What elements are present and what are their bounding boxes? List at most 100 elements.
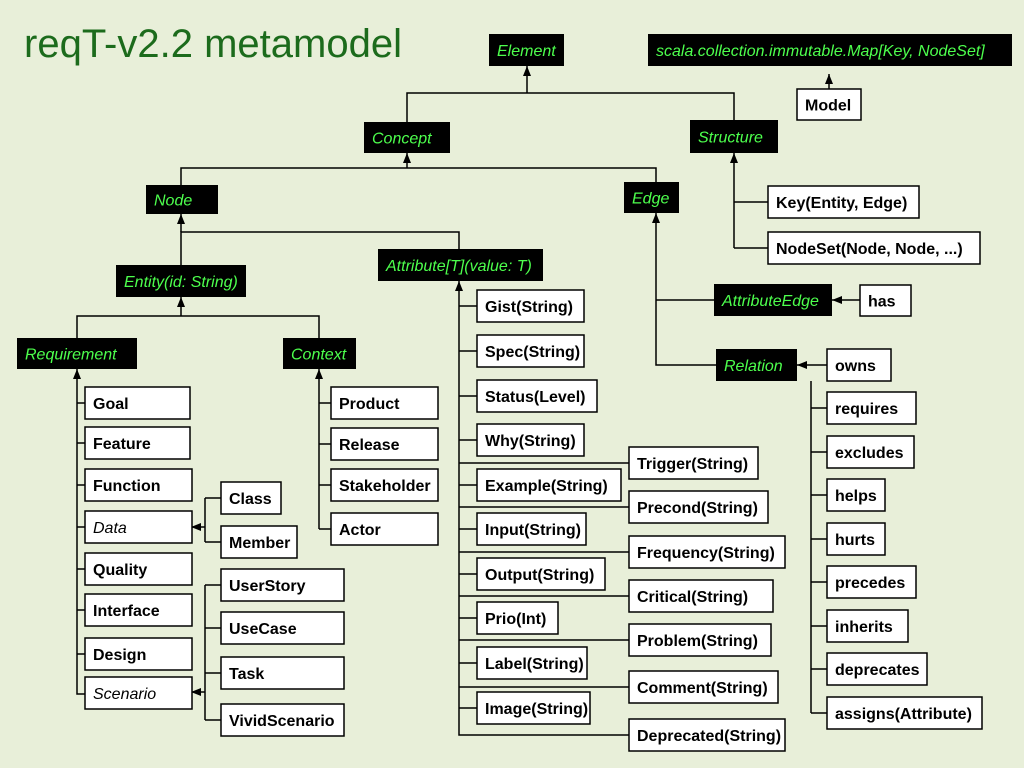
attribute-example-string-box-frame xyxy=(476,468,622,502)
requirement-box: Requirement xyxy=(17,338,137,369)
relation-assigns-attribute-box-frame xyxy=(826,696,983,730)
relation-precedes-box-frame xyxy=(826,565,917,599)
requirement-goal-label: Goal xyxy=(93,396,129,413)
relation-deprecates-label: deprecates xyxy=(835,662,920,679)
attribute-trigger-string-label: Trigger(String) xyxy=(637,456,748,473)
attribute-comment-string-box-frame xyxy=(628,670,779,704)
scenario-vividscenario-label: VividScenario xyxy=(229,713,335,730)
requirement-scenario-box: Scenario xyxy=(84,676,193,710)
context-actor-box: Actor xyxy=(330,512,439,546)
context-release-box-frame xyxy=(330,427,439,461)
requirement-quality-box: Quality xyxy=(84,552,193,586)
attribute-deprecated-string-box: Deprecated(String) xyxy=(628,718,786,752)
element-box-frame xyxy=(489,34,564,66)
attribute-precond-string-box-frame xyxy=(628,490,769,524)
context-stakeholder-box-frame xyxy=(330,468,439,502)
attribute-trunk-line xyxy=(458,281,629,736)
requirement-data-box-frame xyxy=(84,510,193,544)
page-title: reqT-v2.2 metamodel xyxy=(24,22,402,66)
attribute-precond-string-label: Precond(String) xyxy=(637,500,758,517)
attribute-critical-string-label: Critical(String) xyxy=(637,589,748,606)
requirement-scenario-box-frame xyxy=(84,676,193,710)
model-box-frame xyxy=(796,88,862,121)
has-box-frame xyxy=(859,284,912,317)
scenario-usecase-label: UseCase xyxy=(229,621,297,638)
relation-assigns-attribute-label: assigns(Attribute) xyxy=(835,706,972,723)
node-box-frame xyxy=(146,185,218,214)
attribute-comment-string-label: Comment(String) xyxy=(637,680,768,697)
requirement-box-frame xyxy=(17,338,137,369)
node-children-line xyxy=(180,231,460,265)
attribute-edge-box-frame xyxy=(714,284,832,316)
concept-arrow xyxy=(403,153,411,163)
attribute-input-string-box-frame xyxy=(476,512,587,546)
attribute-frequency-string-box: Frequency(String) xyxy=(628,535,786,569)
attribute-spec-string-box-frame xyxy=(476,334,585,368)
relation-hurts-box: hurts xyxy=(826,522,886,556)
relation-deprecates-box: deprecates xyxy=(826,652,928,686)
attribute-output-string-box: Output(String) xyxy=(476,557,606,591)
relation-box: Relation xyxy=(716,349,797,381)
has-box: has xyxy=(859,284,912,317)
scenario-vividscenario-box: VividScenario xyxy=(220,703,345,737)
attribute-label: Attribute[T](value: T) xyxy=(385,258,532,275)
relation-arrow xyxy=(797,361,807,369)
key-label: Key(Entity, Edge) xyxy=(776,195,907,212)
attribute-why-string-label: Why(String) xyxy=(485,433,576,450)
map-box: scala.collection.immutable.Map[Key, Node… xyxy=(648,34,1012,66)
requirement-quality-box-frame xyxy=(84,552,193,586)
context-box-frame xyxy=(283,338,356,369)
attribute-edge-arrow xyxy=(832,296,842,304)
attribute-why-string-box-frame xyxy=(476,423,585,457)
relation-owns-label: owns xyxy=(835,358,876,375)
attribute-status-level-box: Status(Level) xyxy=(476,379,598,413)
context-box: Context xyxy=(283,338,356,369)
attribute-critical-string-box: Critical(String) xyxy=(628,579,774,613)
requirement-function-box: Function xyxy=(84,468,193,502)
data-member-box: Member xyxy=(220,525,298,559)
requirement-interface-box-frame xyxy=(84,593,193,627)
attribute-spec-string-label: Spec(String) xyxy=(485,344,580,361)
requirement-feature-box-frame xyxy=(84,426,191,460)
scenario-task-box-frame xyxy=(220,656,345,690)
concept-box-frame xyxy=(364,122,450,153)
attribute-gist-string-label: Gist(String) xyxy=(485,299,573,316)
attribute-problem-string-box: Problem(String) xyxy=(628,623,772,657)
relation-excludes-box: excludes xyxy=(826,435,915,469)
attribute-input-string-box: Input(String) xyxy=(476,512,587,546)
scenario-userstory-box-frame xyxy=(220,568,345,602)
relation-helps-box-frame xyxy=(826,478,886,512)
structure-label: Structure xyxy=(698,130,763,147)
concept-label: Concept xyxy=(372,131,432,148)
structure-box: Structure xyxy=(690,120,778,153)
relation-requires-box-frame xyxy=(826,391,917,425)
attribute-image-string-box-frame xyxy=(476,691,591,725)
scenario-userstory-label: UserStory xyxy=(229,578,306,595)
has-label: has xyxy=(868,294,896,311)
edge-box-frame xyxy=(624,182,679,213)
relation-helps-box: helps xyxy=(826,478,886,512)
nodeset-box-frame xyxy=(767,231,981,265)
scenario-task-label: Task xyxy=(229,666,264,683)
scenario-task-box: Task xyxy=(220,656,345,690)
context-product-box-frame xyxy=(330,386,439,420)
context-product-label: Product xyxy=(339,396,400,413)
attribute-example-string-label: Example(String) xyxy=(485,478,608,495)
attribute-frequency-string-label: Frequency(String) xyxy=(637,545,775,562)
entity-box: Entity(id: String) xyxy=(116,265,246,297)
requirement-design-label: Design xyxy=(93,647,146,664)
map-arrow xyxy=(825,74,833,84)
context-release-label: Release xyxy=(339,437,400,454)
requirement-feature-label: Feature xyxy=(93,436,151,453)
requirement-label: Requirement xyxy=(25,347,117,364)
context-label: Context xyxy=(291,347,347,364)
data-class-label: Class xyxy=(229,491,272,508)
context-product-box: Product xyxy=(330,386,439,420)
model-box: Model xyxy=(796,88,862,121)
scenario-arrow xyxy=(191,688,201,696)
node-box: Node xyxy=(146,185,218,214)
data-class-box: Class xyxy=(220,481,282,515)
attribute-edge-box: AttributeEdge xyxy=(714,284,832,316)
requirement-function-box-frame xyxy=(84,468,193,502)
scenario-usecase-box-frame xyxy=(220,611,345,645)
